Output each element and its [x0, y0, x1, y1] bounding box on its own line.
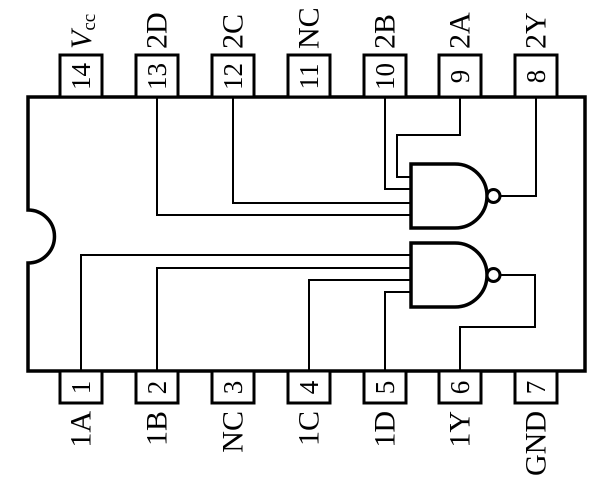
pin-2-label: 1B — [141, 411, 174, 446]
nand-gate-1 — [409, 241, 489, 309]
pin-1-number: 1 — [66, 381, 96, 395]
pin-2-number: 2 — [142, 381, 172, 395]
wire-2c — [232, 97, 411, 204]
nand-gate-2-bubble-icon — [485, 188, 502, 204]
pin-5-box — [362, 369, 408, 405]
pin-3-label: NC — [217, 411, 250, 453]
pin-9-label: 2A — [444, 12, 477, 49]
pin-5-number: 5 — [370, 381, 400, 395]
pin-top-9: 9 2A — [437, 12, 483, 99]
pin-bottom-5: 5 1D — [362, 369, 408, 448]
pin-3-box — [210, 369, 256, 405]
pin-6-number: 6 — [445, 381, 475, 395]
pin-top-14: 14 Vcc — [58, 14, 104, 99]
pin-1-box — [58, 369, 104, 405]
pin-10-label: 2B — [369, 14, 402, 49]
pin-10-number: 10 — [370, 63, 400, 90]
wire-1b — [156, 267, 411, 371]
wire-2a — [396, 97, 461, 178]
pin-top-10: 10 2B — [362, 14, 408, 99]
pin-14-label: Vcc — [65, 14, 100, 49]
pin-1-label: 1A — [65, 411, 98, 448]
pin-9-box — [437, 53, 483, 99]
pin-11-label: NC — [293, 7, 326, 49]
pin-14-box — [58, 53, 104, 99]
pin-3-number: 3 — [218, 381, 248, 395]
pin-9-number: 9 — [445, 70, 475, 84]
pin-8-number: 8 — [521, 70, 551, 84]
pin-7-number: 7 — [521, 381, 551, 395]
pin-10-box — [362, 53, 408, 99]
pin-14-number: 14 — [66, 63, 96, 91]
pin-7-box — [513, 369, 559, 405]
ic-body — [26, 95, 587, 373]
pin-8-label: 2Y — [520, 12, 553, 49]
pin-12-box — [210, 53, 256, 99]
pin-2-box — [134, 369, 180, 405]
pin-7-label: GND — [520, 411, 553, 476]
wire-1c — [308, 279, 411, 371]
pin-bottom-1: 1 1A — [58, 369, 104, 448]
pin-13-label: 2D — [141, 12, 174, 49]
pin-12-label: 2C — [217, 14, 250, 49]
wire-2y — [500, 97, 537, 197]
pin-top-13: 13 2D — [134, 12, 180, 99]
wire-1a — [80, 254, 411, 371]
pin-bottom-2: 2 1B — [134, 369, 180, 446]
wire-2b — [384, 97, 411, 190]
pin-13-number: 13 — [142, 63, 172, 90]
wire-1d — [384, 291, 411, 371]
pin-6-box — [437, 369, 483, 405]
nand-gate-2 — [409, 162, 489, 230]
pin-bottom-4: 4 1C — [286, 369, 332, 446]
pin-bottom-3: 3 NC — [210, 369, 256, 453]
pin-8-box — [513, 53, 559, 99]
pin-4-number: 4 — [294, 380, 324, 394]
pin-12-number: 12 — [218, 63, 248, 90]
pin-bottom-6: 6 1Y — [437, 369, 483, 448]
pin-top-12: 12 2C — [210, 14, 256, 99]
pin-4-box — [286, 369, 332, 405]
wire-2d — [156, 97, 411, 216]
pin-top-11: 11 NC — [286, 7, 332, 99]
pin-5-label: 1D — [369, 411, 402, 448]
nand-gate-1-bubble-icon — [485, 267, 502, 283]
pin-4-label: 1C — [293, 411, 326, 446]
pin-13-box — [134, 53, 180, 99]
pin-11-number: 11 — [294, 64, 324, 90]
wire-1y — [459, 274, 536, 371]
pin-6-label: 1Y — [444, 411, 477, 448]
pin-bottom-7: 7 GND — [513, 369, 559, 476]
pin-11-box — [286, 53, 332, 99]
pin-top-8: 8 2Y — [513, 12, 559, 99]
